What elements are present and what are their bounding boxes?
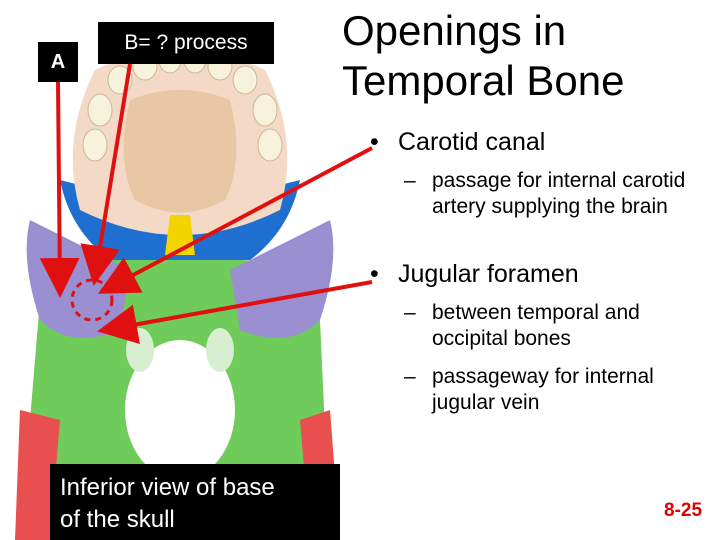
sub-dash: – [404, 169, 416, 192]
title-line-2: Temporal Bone [342, 57, 625, 104]
bullet-dot: • [370, 128, 379, 156]
slide-title: Openings in Temporal Bone [342, 6, 712, 106]
foramen-magnum [125, 340, 235, 480]
figure-caption: Inferior view of base of the skull [50, 464, 340, 540]
caption-line-2: of the skull [60, 506, 175, 533]
sub-bullet-text: between temporal and occipital bones [432, 301, 640, 350]
vomer [165, 215, 195, 255]
bullet-dot: • [370, 260, 379, 288]
sub-dash: – [404, 301, 416, 324]
title-line-1: Openings in [342, 7, 567, 54]
slide-number: 8-25 [664, 500, 703, 521]
label-a: A [38, 42, 78, 82]
palate [123, 90, 237, 213]
label-b-process: B= ? process [98, 22, 274, 64]
bullet-label: Jugular foramen [398, 260, 579, 288]
bullet-label: Carotid canal [398, 128, 546, 156]
sub-dash: – [404, 365, 416, 388]
parietal-bone-left [15, 410, 60, 540]
caption-line-1: Inferior view of base [60, 474, 275, 501]
sub-bullet-text: passageway for internal jugular vein [432, 365, 654, 414]
sub-bullet-text: passage for internal carotid artery supp… [432, 169, 686, 218]
